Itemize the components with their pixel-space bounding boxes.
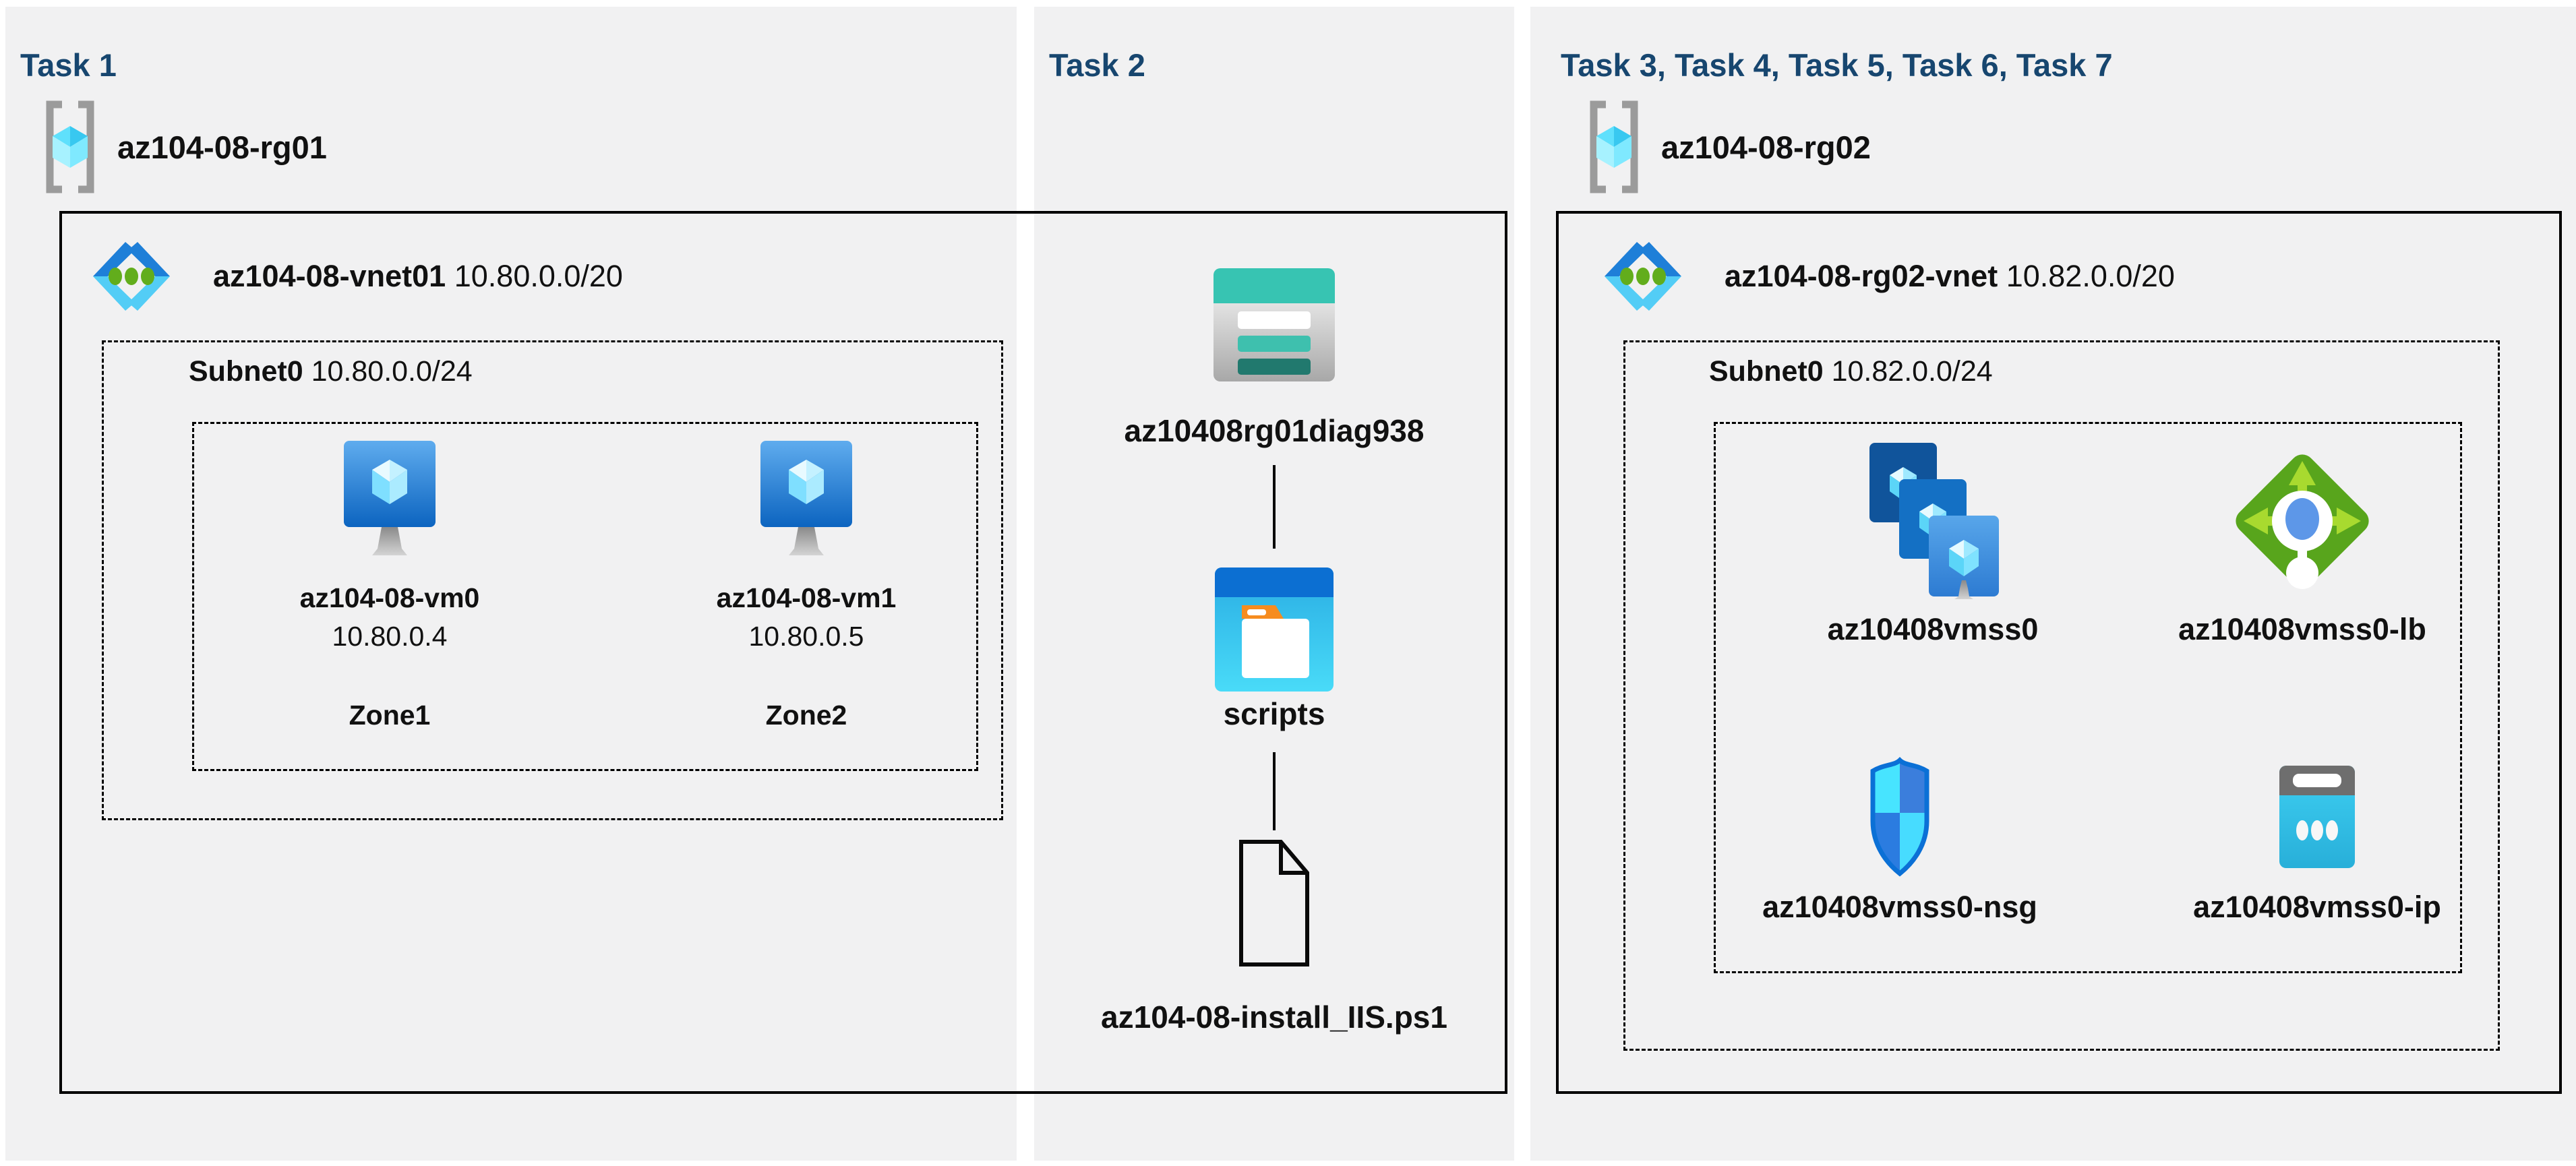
vnet-cidr: 10.80.0.0/20 [454, 259, 623, 293]
public-ip-node: az10408vmss0-ip [2179, 756, 2455, 925]
vnet2-boundary-box [1556, 211, 2562, 1094]
vm-ip: 10.80.0.4 [332, 621, 448, 652]
vm-node-1: az104-08-vm1 10.80.0.5 Zone2 [692, 439, 921, 731]
vm-ip: 10.80.0.5 [748, 621, 864, 652]
resource-group-name: az104-08-rg02 [1661, 129, 1871, 165]
vm-group-box-task1 [192, 422, 978, 771]
virtual-network-icon [1605, 242, 1681, 311]
vm-name: az104-08-vm1 [716, 582, 897, 613]
storage-account-label: az10408rg01diag938 [1124, 413, 1425, 448]
public-ip-icon [2279, 766, 2355, 868]
network-security-group-icon [1870, 757, 1929, 877]
subnet0-box-task1 [102, 340, 1003, 820]
vnet-label: az104-08-vnet01 10.80.0.0/20 [213, 259, 623, 294]
vm-zone: Zone2 [765, 700, 847, 731]
script-file-label: az104-08-install_IIS.ps1 [1101, 1000, 1447, 1035]
nsg-iconbox [1865, 756, 1935, 878]
task2-title: Task 2 [1049, 47, 1145, 83]
task3-7-title: Task 3, Task 4, Task 5, Task 6, Task 7 [1561, 47, 2113, 83]
nsg-label: az10408vmss0-nsg [1762, 890, 2037, 924]
script-file-icon [1239, 840, 1309, 966]
panel-task3-7 [1530, 7, 2576, 1161]
subnet-cidr: 10.82.0.0/24 [1831, 355, 1993, 388]
subnet-label-task1: Subnet0 10.80.0.0/24 [189, 355, 473, 388]
vnet-row-task3: az104-08-rg02-vnet 10.82.0.0/20 [1602, 233, 2175, 320]
load-balancer-icon [2236, 454, 2369, 589]
vnet-name: az104-08-rg02-vnet [1725, 259, 1998, 293]
vm-zone: Zone1 [349, 700, 431, 731]
public-ip-iconbox [2279, 756, 2355, 878]
connector-container-to-file [1273, 752, 1276, 830]
subnet-label-task3: Subnet0 10.82.0.0/24 [1709, 355, 1993, 388]
vnet-row-task1: az104-08-vnet01 10.80.0.0/20 [90, 233, 623, 320]
resource-group-row-2: az104-08-rg02 [1586, 100, 1871, 194]
storage-account-icon [1214, 268, 1335, 381]
nsg-node: az10408vmss0-nsg [1762, 756, 2038, 925]
lb-iconbox [2225, 441, 2380, 600]
public-ip-label: az10408vmss0-ip [2193, 890, 2441, 924]
panel-task1 [5, 7, 1017, 1161]
connector-storage-to-container [1273, 465, 1276, 549]
resource-group-row-1: az104-08-rg01 [42, 100, 327, 194]
blob-container-icon [1215, 567, 1334, 692]
virtual-machine-icon [760, 441, 852, 555]
load-balancer-label: az10408vmss0-lb [2178, 612, 2426, 646]
container-label: scripts [1223, 696, 1325, 731]
virtual-machine-icon [344, 441, 436, 555]
vnet-cidr: 10.82.0.0/20 [2006, 259, 2175, 293]
subnet0-box-task3 [1623, 340, 2500, 1051]
virtual-network-icon [93, 242, 170, 311]
subnet-name: Subnet0 [1709, 355, 1824, 388]
vmss-group-box-task3 [1714, 422, 2462, 973]
vnet-name: az104-08-vnet01 [213, 259, 446, 293]
vm-scale-set-icon [1869, 443, 1999, 599]
task1-title: Task 1 [20, 47, 117, 83]
vmss-label: az10408vmss0 [1827, 612, 2039, 646]
vm-name: az104-08-vm0 [299, 582, 480, 613]
subnet-cidr: 10.80.0.0/24 [311, 355, 473, 388]
vnet1-boundary-box [59, 211, 1507, 1094]
vnet-label: az104-08-rg02-vnet 10.82.0.0/20 [1725, 259, 2175, 294]
vmss-node: az10408vmss0 [1795, 441, 2071, 647]
resource-group-icon [46, 100, 94, 193]
vmss-iconbox [1864, 441, 2002, 600]
resource-group-name: az104-08-rg01 [117, 129, 327, 165]
load-balancer-node: az10408vmss0-lb [2164, 441, 2440, 647]
subnet-name: Subnet0 [189, 355, 303, 388]
vm-node-0: az104-08-vm0 10.80.0.4 Zone1 [275, 439, 504, 731]
resource-group-icon [1590, 100, 1638, 193]
